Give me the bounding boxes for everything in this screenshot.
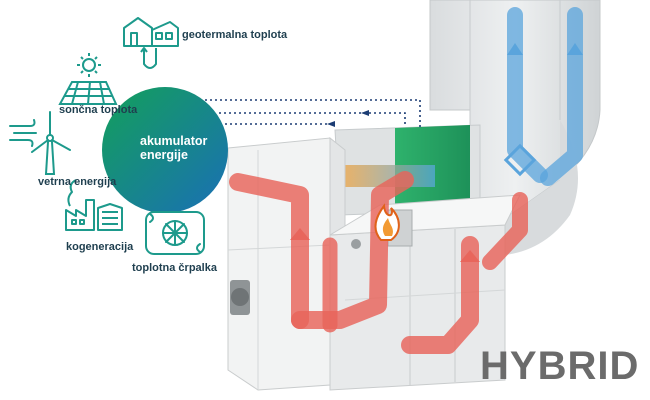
accumulator-label: akumulator energije	[140, 134, 207, 162]
solar-panel-icon	[58, 53, 118, 105]
arrow-left-1	[361, 110, 369, 116]
cogeneration-label: kogeneracija	[66, 241, 134, 253]
hybrid-brand-title: HYBRID	[480, 344, 640, 388]
heat-pump-label: toplotna črpalka	[132, 262, 217, 274]
geothermal-label: geotermalna toplota	[182, 29, 288, 41]
flame-icon	[374, 203, 400, 241]
accumulator-circle	[102, 87, 228, 213]
arrow-left-2	[327, 121, 335, 127]
factory-icon	[65, 179, 123, 231]
mixing-damper	[503, 143, 537, 177]
wind-label: vetrna energija	[38, 176, 117, 188]
hot-air-flow	[229, 171, 528, 354]
geothermal-house-icon	[123, 17, 179, 69]
wind-turbine-icon	[9, 111, 71, 175]
accumulator-label-line2: energije	[140, 148, 188, 162]
heat-pump-icon	[145, 211, 205, 255]
accumulator-label-line1: akumulator	[140, 134, 208, 148]
solar-label: sončna toplota	[59, 104, 138, 116]
connection-lines	[195, 99, 421, 127]
